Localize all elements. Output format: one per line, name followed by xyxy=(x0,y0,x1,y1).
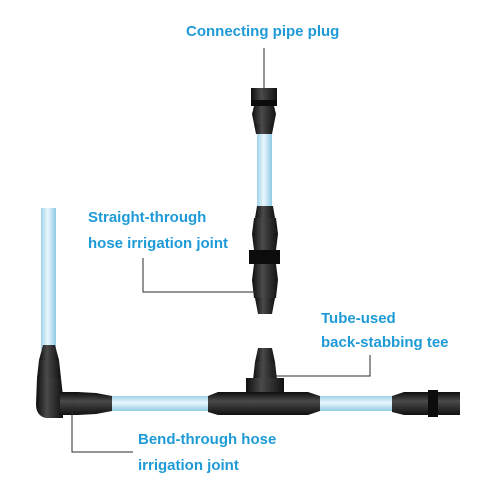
leader-tee xyxy=(273,355,371,377)
label-connecting-pipe-plug: Connecting pipe plug xyxy=(186,23,340,40)
label-straight-through-line1: Straight-through xyxy=(88,209,207,226)
label-bend-through-line2: irrigation joint xyxy=(138,457,239,474)
leader-straight xyxy=(142,258,256,293)
label-bend-through-line1: Bend-through hose xyxy=(138,431,277,448)
connecting-pipe-plug xyxy=(251,88,277,134)
leader-bend xyxy=(71,404,133,453)
tube-top-vertical xyxy=(257,128,272,208)
label-tee-line2: back-stabbing tee xyxy=(321,334,449,351)
back-stabbing-tee xyxy=(208,348,320,415)
leader-lines xyxy=(71,48,371,453)
label-tee-line1: Tube-used xyxy=(321,310,396,327)
tube-segments xyxy=(41,128,396,411)
label-straight-through-line2: hose irrigation joint xyxy=(88,235,229,252)
end-plug xyxy=(392,390,460,417)
tube-bottom-right xyxy=(318,396,396,411)
straight-through-joint xyxy=(249,206,280,314)
bend-through-joint xyxy=(36,345,112,418)
tube-left-vertical xyxy=(41,208,56,350)
tube-bottom-left xyxy=(110,396,210,411)
